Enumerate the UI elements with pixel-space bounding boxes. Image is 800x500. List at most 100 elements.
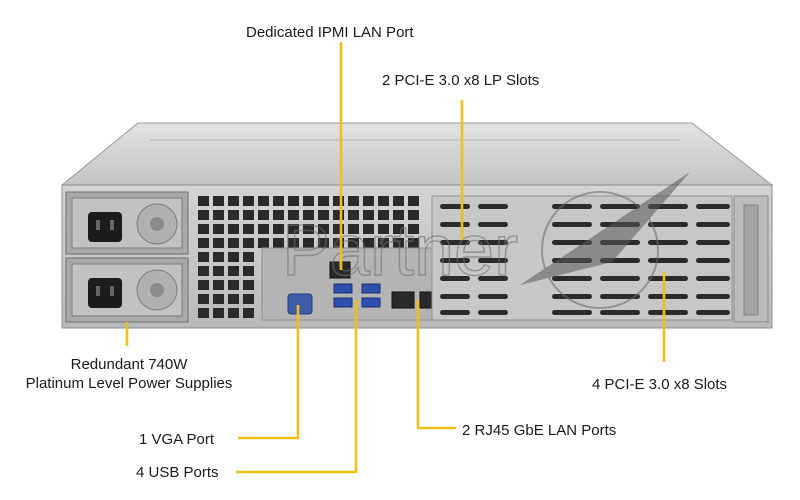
slot-slit	[600, 276, 640, 281]
usb-ports	[333, 283, 381, 308]
vent-hole	[408, 210, 419, 220]
vent-hole	[258, 210, 269, 220]
slot-slit	[648, 222, 688, 227]
slot-slit	[440, 276, 470, 281]
slot-slit	[478, 276, 508, 281]
slot-slit	[478, 240, 508, 245]
label-lp-slots: 2 PCI-E 3.0 x8 LP Slots	[382, 72, 540, 89]
slot-slit	[648, 258, 688, 263]
vent-hole	[213, 308, 224, 318]
slot-slit	[600, 204, 640, 209]
vent-hole	[393, 210, 404, 220]
vent-hole	[213, 280, 224, 290]
vent-hole	[198, 294, 209, 304]
vent-hole	[348, 238, 359, 248]
vent-hole	[258, 238, 269, 248]
vent-hole	[408, 196, 419, 206]
vent-hole	[198, 224, 209, 234]
vent-hole	[228, 224, 239, 234]
vent-hole	[288, 210, 299, 220]
power-supply-bottom	[65, 257, 189, 323]
callout-vga	[238, 305, 300, 440]
vent-hole	[288, 238, 299, 248]
label-pcie-slots: 4 PCI-E 3.0 x8 Slots	[592, 376, 728, 393]
slot-slit	[600, 310, 640, 315]
vent-hole	[198, 280, 209, 290]
slot-slit	[648, 310, 688, 315]
label-gbe-lan-ports: 2 RJ45 GbE LAN Ports	[462, 422, 617, 439]
slot-slit	[552, 222, 592, 227]
vent-hole	[378, 238, 389, 248]
vent-hole	[333, 196, 344, 206]
watermark-text: Partner	[282, 211, 518, 291]
vent-hole	[198, 210, 209, 220]
vent-hole	[333, 224, 344, 234]
vent-hole	[348, 196, 359, 206]
slot-slit	[696, 258, 730, 263]
label-vga-port: 1 VGA Port	[139, 431, 215, 448]
vent-hole	[363, 238, 374, 248]
vent-hole	[273, 196, 284, 206]
vent-hole	[228, 308, 239, 318]
slot-slit	[696, 276, 730, 281]
vent-hole	[243, 280, 254, 290]
vent-hole	[198, 238, 209, 248]
slot-slit	[478, 310, 508, 315]
slot-slit	[648, 294, 688, 299]
slot-slit	[696, 222, 730, 227]
vent-hole	[228, 252, 239, 262]
slot-slit	[478, 204, 508, 209]
slot-slit	[696, 240, 730, 245]
label-usb-ports: 4 USB Ports	[136, 464, 219, 481]
vent-hole	[198, 252, 209, 262]
vent-hole	[393, 224, 404, 234]
vent-hole	[228, 280, 239, 290]
vent-hole	[318, 238, 329, 248]
slot-slit	[648, 276, 688, 281]
vent-hole	[228, 196, 239, 206]
callout-lines	[125, 42, 666, 474]
slot-slit	[440, 310, 470, 315]
slot-slit	[478, 222, 508, 227]
vent-hole	[243, 238, 254, 248]
vent-hole	[243, 210, 254, 220]
slot-slit	[600, 294, 640, 299]
vent-hole	[378, 196, 389, 206]
vent-hole	[258, 196, 269, 206]
vent-hole	[213, 210, 224, 220]
vent-hole	[318, 196, 329, 206]
vent-hole	[333, 210, 344, 220]
callout-usb	[236, 300, 358, 474]
vent-hole	[213, 252, 224, 262]
vent-hole	[348, 224, 359, 234]
slot-slit	[552, 294, 592, 299]
vga-port	[287, 293, 313, 315]
slot-slit	[552, 276, 592, 281]
vent-hole	[378, 210, 389, 220]
slot-slit	[552, 240, 592, 245]
vent-hole	[243, 224, 254, 234]
vent-hole	[363, 210, 374, 220]
label-ipmi-lan-port: Dedicated IPMI LAN Port	[246, 24, 414, 41]
vent-hole	[288, 196, 299, 206]
vent-hole	[198, 308, 209, 318]
slot-slit	[440, 204, 470, 209]
vent-hole	[243, 252, 254, 262]
slot-slit	[696, 294, 730, 299]
callout-gbe	[416, 300, 456, 430]
label-psu-line2: Platinum Level Power Supplies	[25, 375, 233, 392]
vent-hole	[273, 210, 284, 220]
vent-hole	[303, 196, 314, 206]
slot-slit	[440, 240, 470, 245]
vent-hole	[198, 266, 209, 276]
vent-hole	[243, 308, 254, 318]
vent-hole	[198, 196, 209, 206]
vent-hole	[228, 210, 239, 220]
slot-slit	[648, 240, 688, 245]
vent-hole	[243, 196, 254, 206]
vent-hole	[213, 196, 224, 206]
vent-hole	[213, 294, 224, 304]
slot-slit	[552, 310, 592, 315]
vent-hole	[228, 294, 239, 304]
